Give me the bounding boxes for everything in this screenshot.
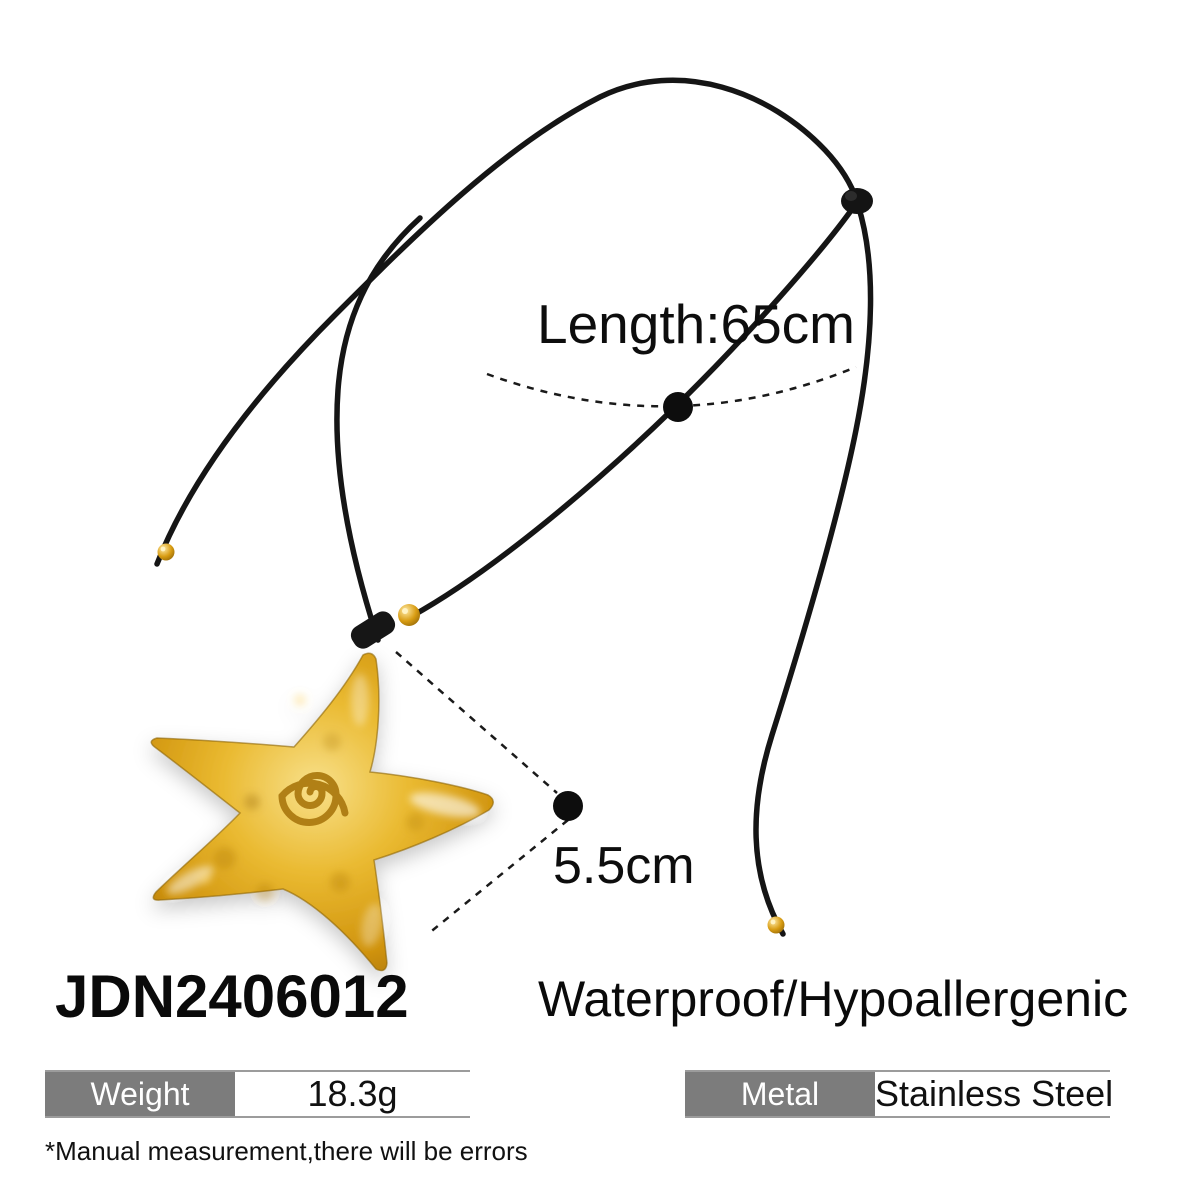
length-annotation-label: Length:65cm [537,293,855,355]
weight-spec-label: Weight [45,1072,235,1116]
product-features: Waterproof/Hypoallergenic [538,971,1129,1027]
product-code: JDN2406012 [55,963,409,1030]
weight-spec: Weight 18.3g [45,1070,470,1118]
metal-spec-label: Metal [685,1072,875,1116]
cord-free-end-right [753,202,874,937]
pendant-bead [398,604,420,626]
starfish-highlights [166,674,481,947]
slider-knot [841,188,873,214]
size-dashed-line-lower [427,819,569,935]
metal-spec-value: Stainless Steel [875,1073,1114,1114]
size-dot [553,791,583,821]
length-dashed-arc [486,365,857,408]
size-annotation [395,651,583,935]
cord-left-to-pendant [334,215,423,643]
starfish-body [150,652,494,972]
pendant-size-label: 5.5cm [553,837,695,895]
starfish-pendant [150,652,494,972]
cord-end-bead-right [767,916,785,934]
size-dashed-line-upper [395,651,558,794]
cord-end-bead-left [157,543,175,561]
starfish-texture [199,694,424,901]
measurement-disclaimer: *Manual measurement,there will be errors [45,1136,528,1166]
length-dot [663,392,693,422]
cord-pendant-to-knot [409,202,858,619]
pendant-bail-wrap [350,611,396,649]
weight-spec-value: 18.3g [307,1073,398,1114]
spiral-detail [278,772,349,826]
metal-spec: Metal Stainless Steel [685,1070,1114,1118]
length-annotation [486,365,857,422]
cord-loop-left-top [154,77,860,567]
